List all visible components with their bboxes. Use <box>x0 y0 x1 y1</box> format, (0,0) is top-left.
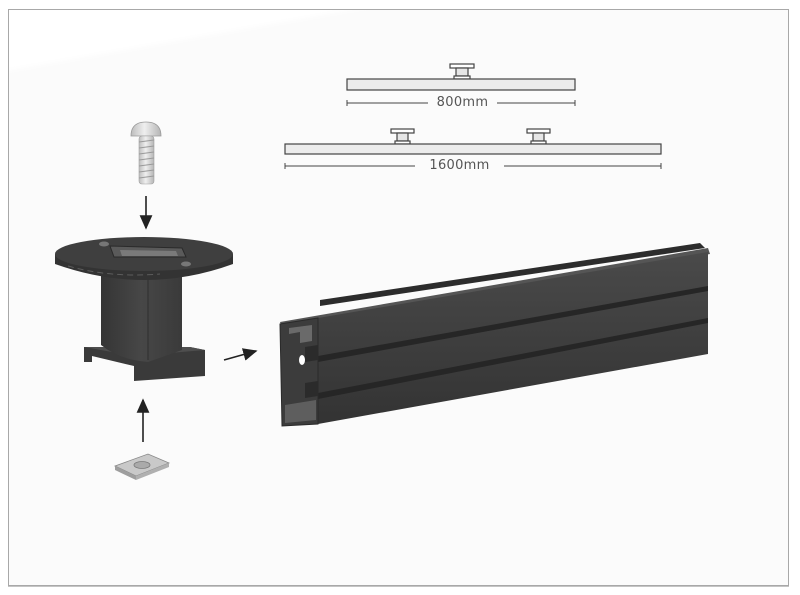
long-rail-dimension <box>284 128 662 169</box>
mounting-hole-icon <box>299 355 305 365</box>
long-rail <box>284 143 662 155</box>
arrow-right-icon <box>223 348 258 361</box>
short-rail-dimension <box>346 63 576 106</box>
long-rail-length-label: 1600mm <box>429 158 490 173</box>
flange-mount <box>55 237 233 381</box>
slot-nut-icon <box>113 453 171 480</box>
screw-icon <box>130 121 162 185</box>
bracket-icon <box>390 128 415 145</box>
t-slot-profile <box>279 243 710 427</box>
bracket-icon <box>526 128 551 145</box>
short-rail-length-label: 800mm <box>436 95 489 110</box>
bracket-icon <box>449 63 475 80</box>
short-rail <box>346 78 576 91</box>
